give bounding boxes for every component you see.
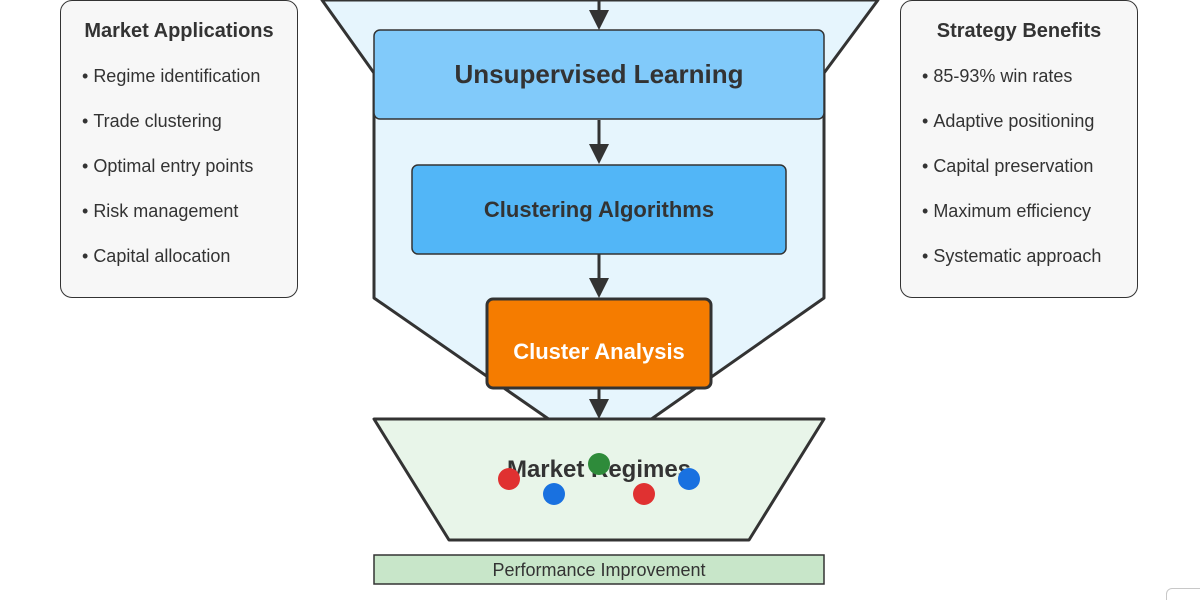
list-item: Optimal entry points <box>82 155 260 200</box>
stage-unsupervised-label: Unsupervised Learning <box>454 59 744 89</box>
market-regimes-trapezoid <box>372 417 826 542</box>
strategy-benefits-title: Strategy Benefits <box>936 20 1102 42</box>
stage-clustering-label: Clustering Algorithms <box>483 196 715 222</box>
list-item: Capital allocation <box>82 245 260 290</box>
list-item: Maximum efficiency <box>922 200 1101 245</box>
performance-label: Performance Improvement <box>492 560 706 580</box>
arrow-1-head <box>589 144 609 164</box>
list-item: Risk management <box>82 200 260 245</box>
strategy-benefits-panel: Strategy Benefits 85-93% win rates Adapt… <box>900 0 1138 298</box>
corner-widget[interactable] <box>1166 588 1200 600</box>
performance-bar <box>373 554 825 585</box>
arrow-3-head <box>589 399 609 419</box>
market-applications-panel: Market Applications Regime identificatio… <box>60 0 298 298</box>
list-item: Systematic approach <box>922 245 1101 290</box>
market-applications-list: Regime identification Trade clustering O… <box>82 65 260 290</box>
arrow-top-head <box>589 10 609 30</box>
stage-unsupervised-box <box>373 29 825 120</box>
list-item: Trade clustering <box>82 110 260 155</box>
list-item: Regime identification <box>82 65 260 110</box>
stage-analysis-box <box>485 297 713 390</box>
list-item: Capital preservation <box>922 155 1101 200</box>
list-item: Adaptive positioning <box>922 110 1101 155</box>
stage-analysis-label: Cluster Analysis <box>513 338 685 364</box>
flow-arrows <box>589 0 609 419</box>
arrow-2-head <box>589 278 609 298</box>
list-item: 85-93% win rates <box>922 65 1101 110</box>
market-regimes-label: Market Regimes <box>506 456 692 483</box>
strategy-benefits-list: 85-93% win rates Adaptive positioning Ca… <box>922 65 1101 290</box>
stage-clustering-box <box>411 164 787 255</box>
market-applications-title: Market Applications <box>84 20 274 42</box>
